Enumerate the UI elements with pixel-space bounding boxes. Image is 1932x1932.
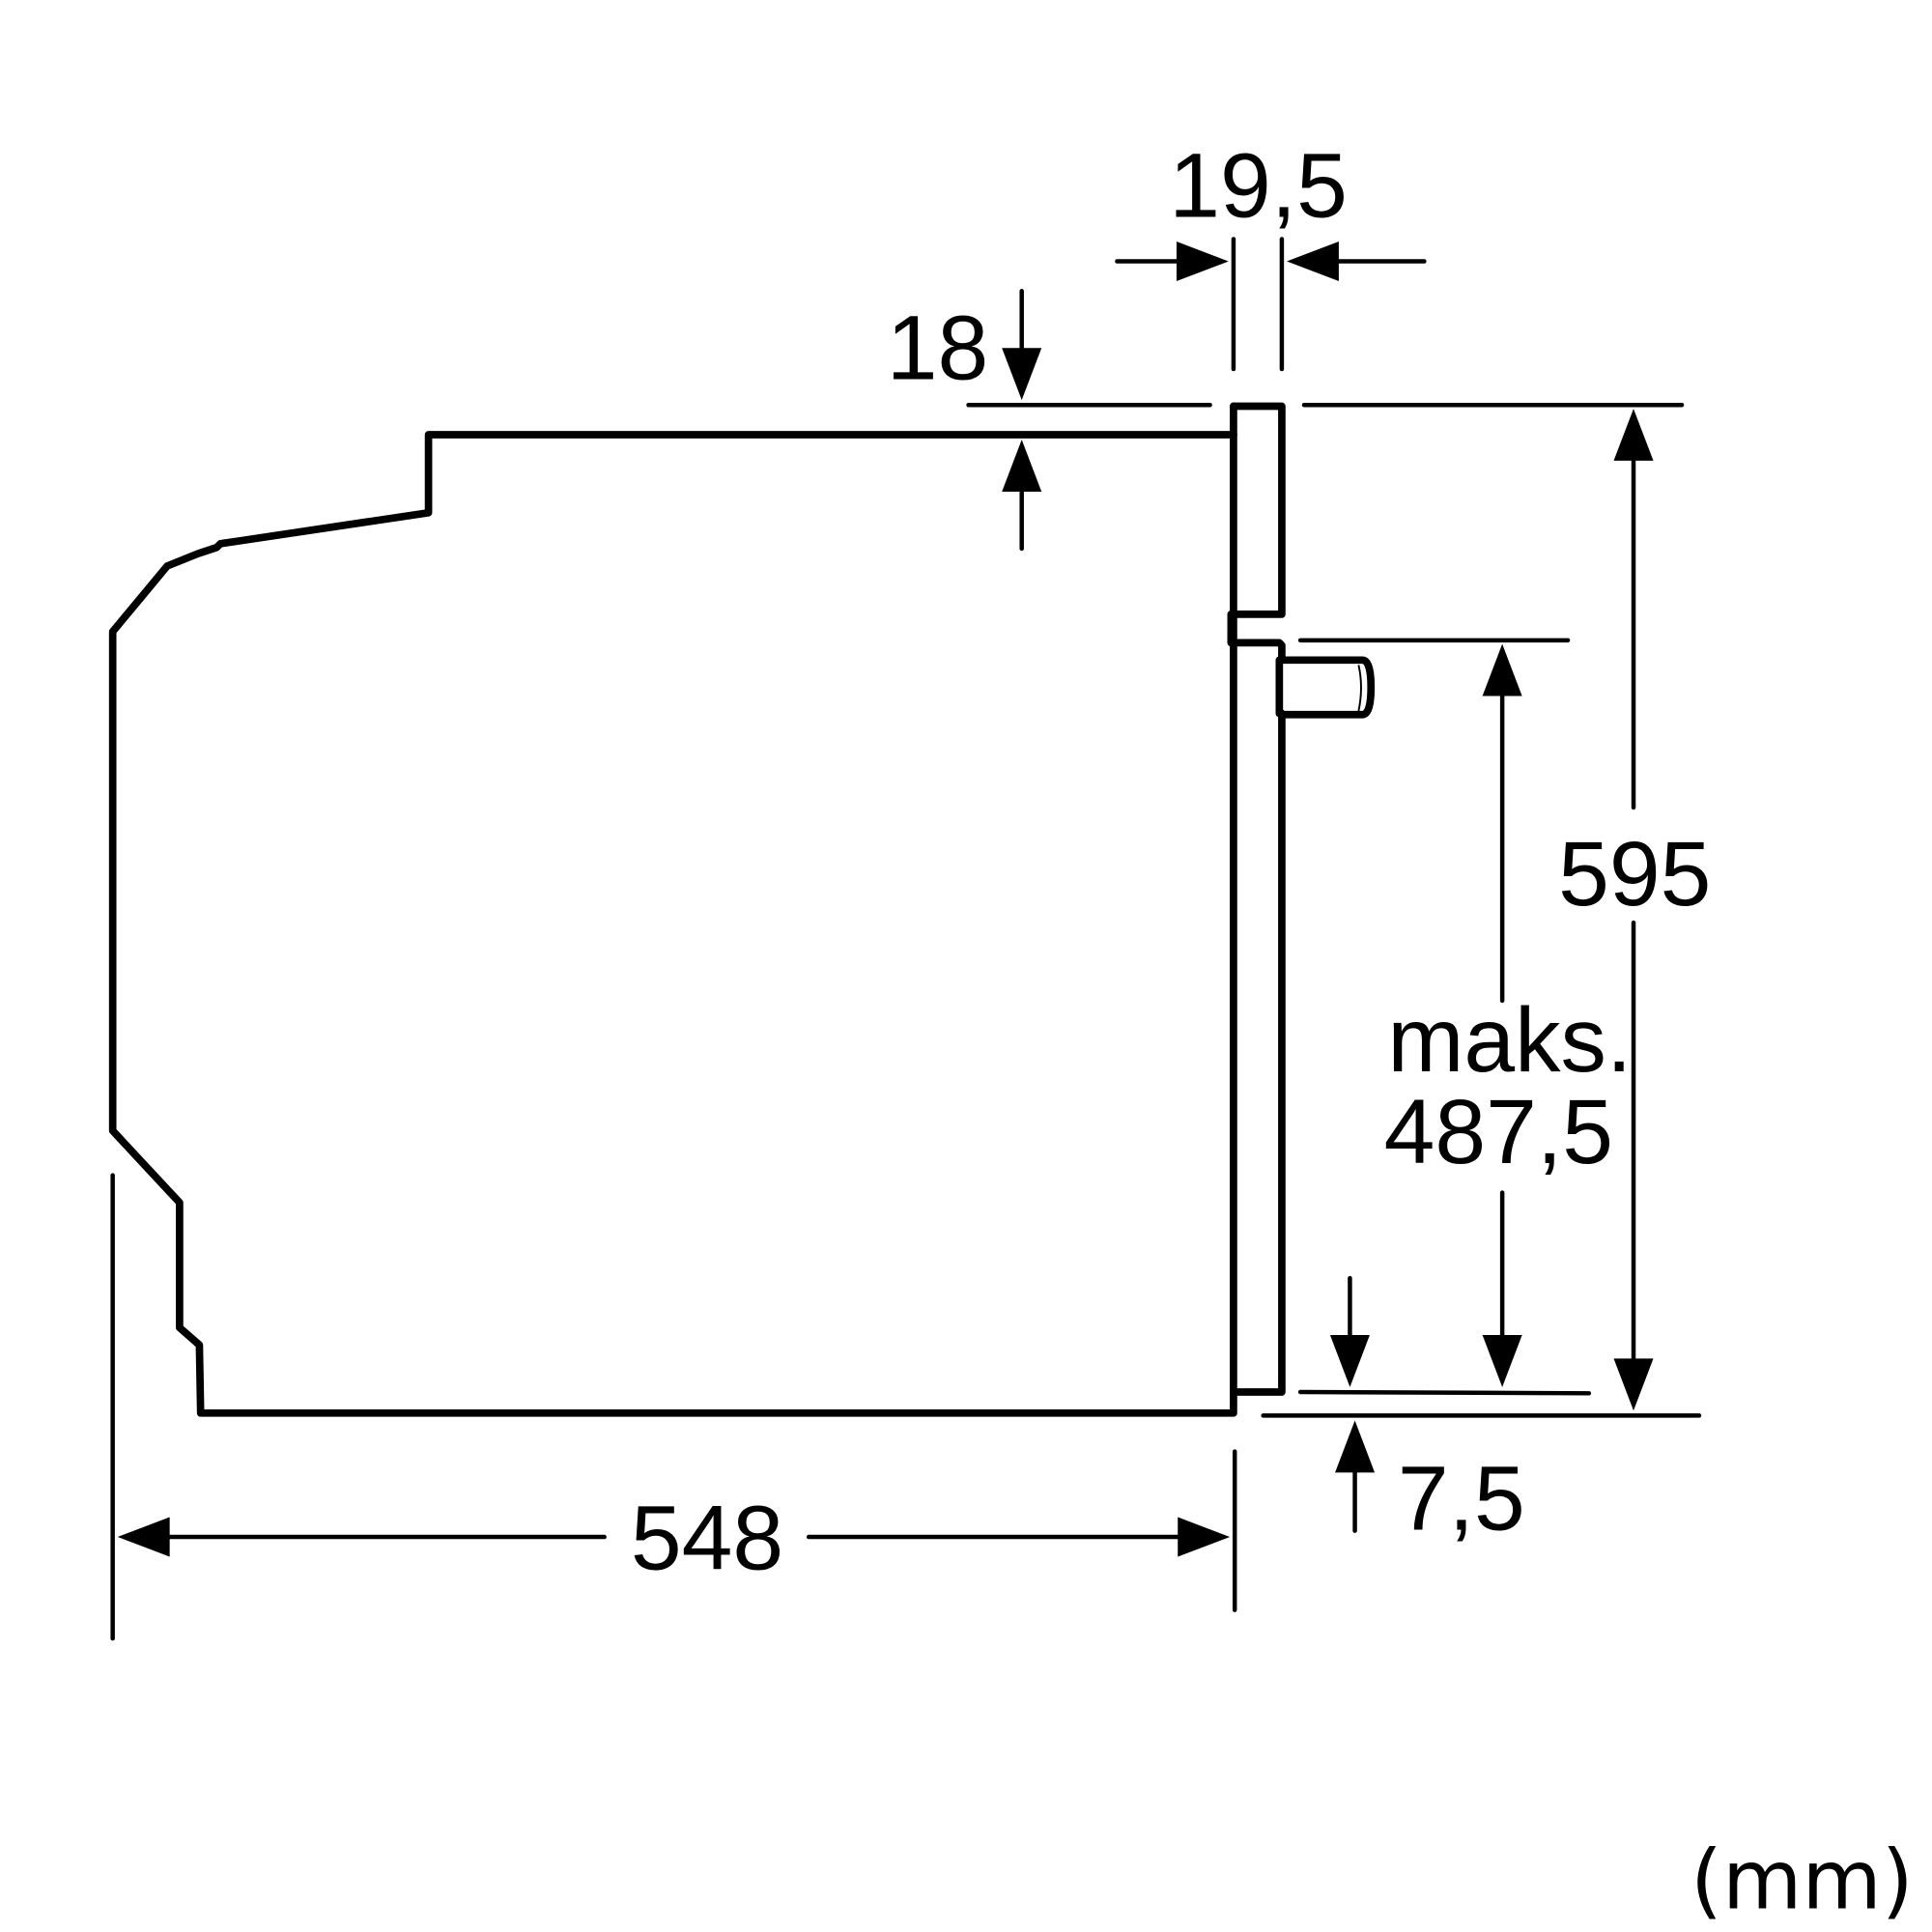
top-gap-label: 18	[887, 297, 989, 399]
arrow-down-icon	[1329, 1335, 1370, 1387]
handle-height-prefix-label: maks.	[1387, 989, 1632, 1092]
total-height-label: 595	[1558, 823, 1711, 925]
door-hinge-step	[1227, 611, 1286, 665]
arrow-down-icon	[1613, 1358, 1654, 1411]
arrow-left-icon	[1287, 242, 1339, 282]
arrow-right-icon	[1178, 1517, 1231, 1557]
door-panel-lower	[1230, 709, 1286, 1396]
arrow-down-icon	[1002, 348, 1042, 401]
handle-height-value-label: 487,5	[1384, 1081, 1613, 1183]
unit-label: (mm)	[1690, 1833, 1914, 1928]
door-panel-upper	[1230, 402, 1286, 618]
arrow-right-icon	[1176, 242, 1229, 282]
door-handle	[1275, 656, 1376, 719]
handle-height-ext-bottom	[1297, 1389, 1592, 1396]
door-handle-highlight	[1357, 665, 1362, 712]
depth-label: 548	[631, 1487, 783, 1589]
arrow-down-icon	[1482, 1335, 1522, 1387]
arrow-up-icon	[1002, 440, 1042, 492]
arrow-up-icon	[1335, 1420, 1376, 1473]
arrow-left-icon	[117, 1517, 170, 1557]
bottom-gap-label: 7,5	[1398, 1447, 1525, 1549]
door-thickness-label: 19,5	[1169, 134, 1348, 237]
arrow-up-icon	[1613, 409, 1654, 461]
appliance-body-outline	[108, 431, 1237, 1417]
arrow-up-icon	[1482, 643, 1522, 696]
